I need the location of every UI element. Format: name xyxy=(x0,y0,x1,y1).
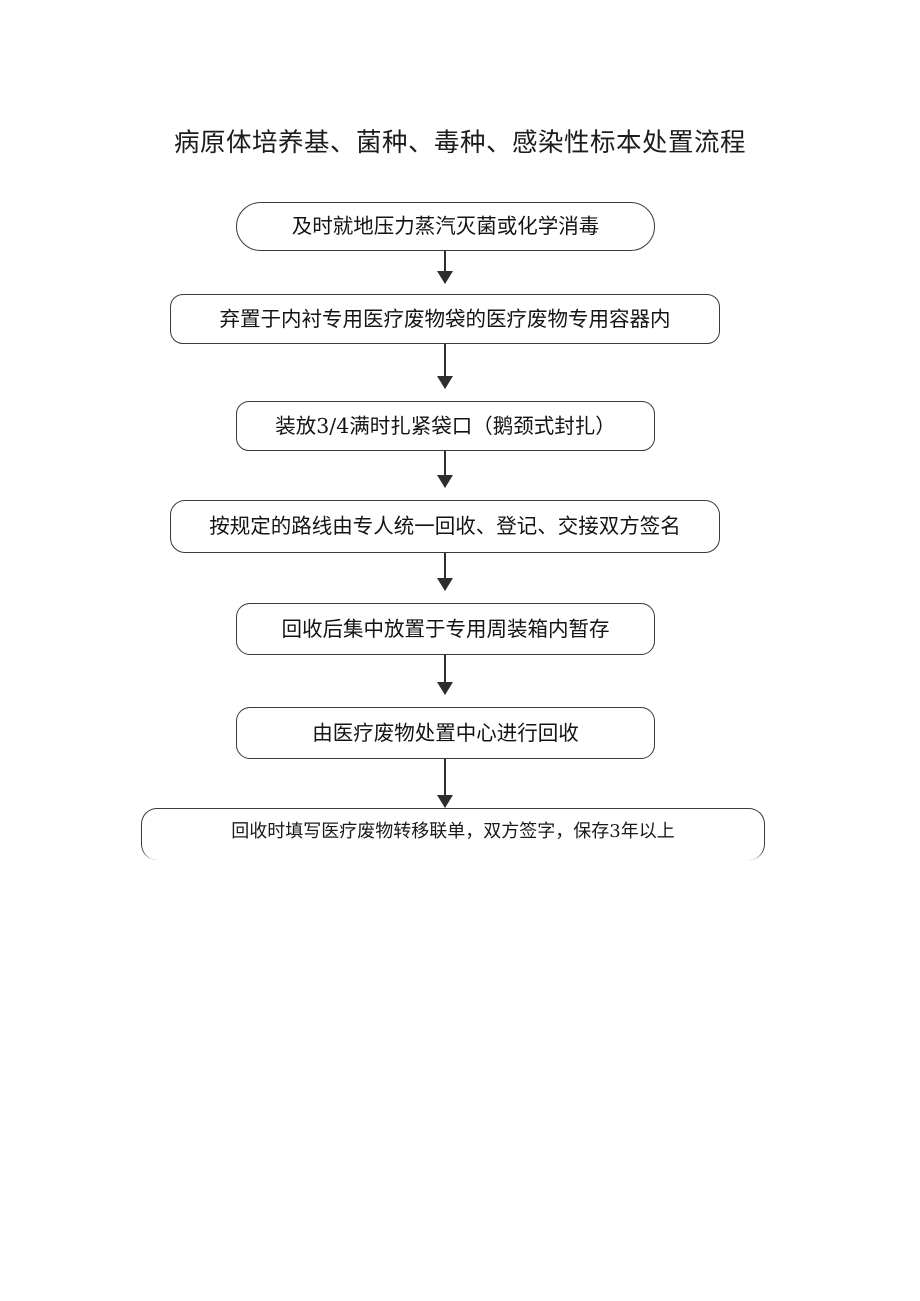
flow-node-2-label: 弃置于内衬专用医疗废物袋的医疗废物专用容器内 xyxy=(219,306,671,331)
flow-node-4-label: 按规定的路线由专人统一回收、登记、交接双方签名 xyxy=(209,514,681,539)
flow-node-5: 回收后集中放置于专用周装箱内暂存 xyxy=(236,603,655,655)
flow-node-7-label: 回收时填写医疗废物转移联单，双方签字，保存3年以上 xyxy=(231,821,675,842)
flow-node-4: 按规定的路线由专人统一回收、登记、交接双方签名 xyxy=(170,500,720,553)
flow-node-2: 弃置于内衬专用医疗废物袋的医疗废物专用容器内 xyxy=(170,294,720,344)
flow-node-3-label: 装放3/4满时扎紧袋口（鹅颈式封扎） xyxy=(275,413,616,438)
flow-arrow-1-to-2 xyxy=(437,251,453,284)
flow-node-7 xyxy=(141,808,765,860)
flow-node-5-label: 回收后集中放置于专用周装箱内暂存 xyxy=(281,616,610,641)
flow-node-6: 由医疗废物处置中心进行回收 xyxy=(236,707,655,759)
flow-arrow-6-to-7 xyxy=(437,759,453,808)
flow-arrow-4-to-5 xyxy=(437,553,453,591)
flow-node-1-label: 及时就地压力蒸汽灭菌或化学消毒 xyxy=(291,214,600,239)
flow-arrow-3-to-4 xyxy=(437,451,453,488)
flow-arrow-2-to-3 xyxy=(437,344,453,389)
flow-node-6-label: 由医疗废物处置中心进行回收 xyxy=(312,720,579,745)
flow-arrow-5-to-6 xyxy=(437,655,453,695)
flow-node-3: 装放3/4满时扎紧袋口（鹅颈式封扎） xyxy=(236,401,655,451)
page-title: 病原体培养基、菌种、毒种、感染性标本处置流程 xyxy=(173,128,746,158)
flow-node-1: 及时就地压力蒸汽灭菌或化学消毒 xyxy=(236,202,655,251)
